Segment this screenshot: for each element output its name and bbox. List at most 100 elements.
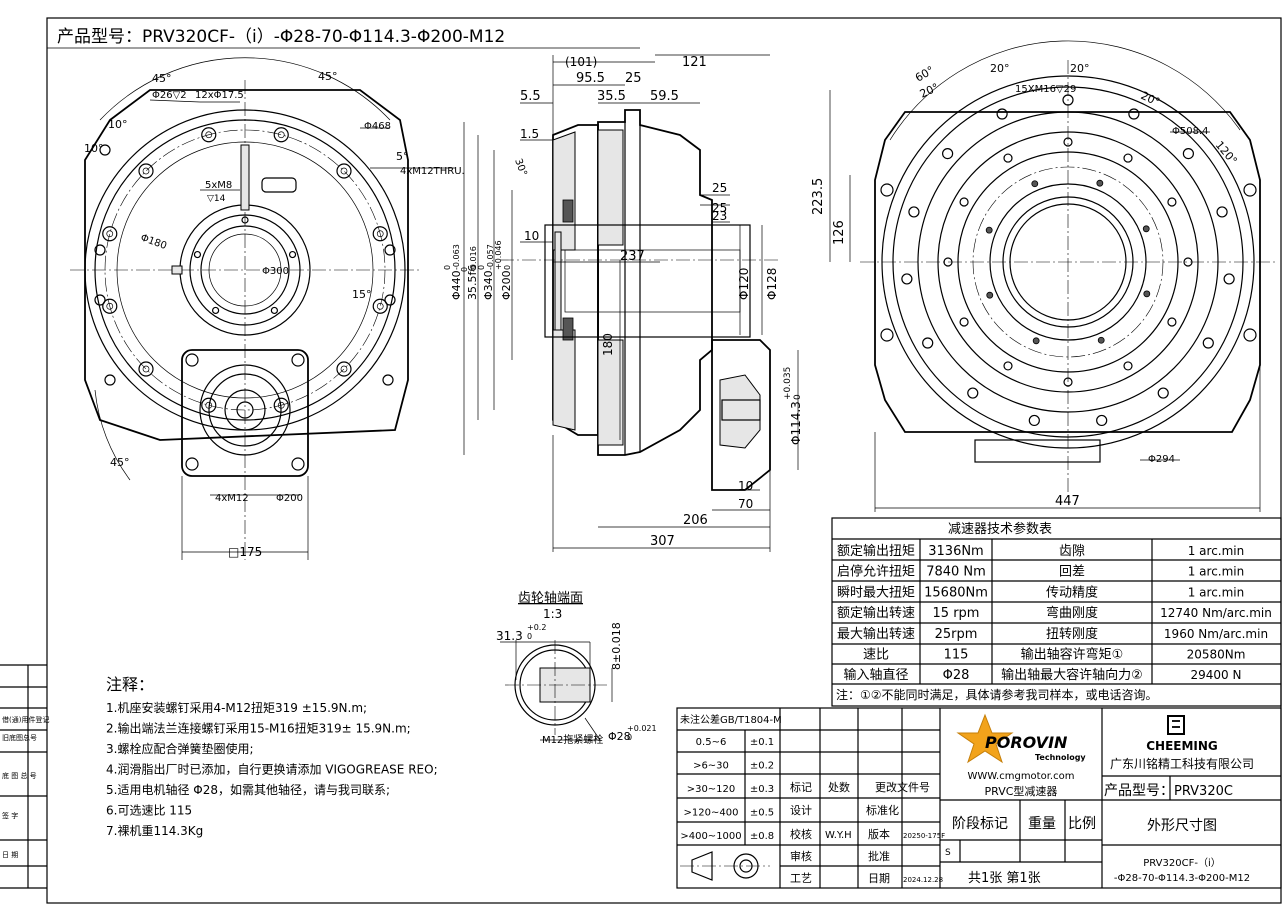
sv-dim-237: 237 (620, 249, 645, 264)
tol-range: 0.5~6 (696, 737, 727, 748)
fv-label-d200: Φ200 (276, 493, 303, 504)
spec-cell: 输出轴容许弯矩① (1021, 647, 1124, 663)
sv-tol-1143: +0.0350 (783, 367, 803, 400)
sv-dim-10b: 10 (738, 479, 753, 493)
notes-heading: 注释： (106, 675, 154, 694)
shaft-dim-8: 8±0.018 (610, 622, 623, 670)
tb-drawing-name: 外形尺寸图 (1147, 818, 1217, 834)
tb-weight: 重量 (1028, 816, 1056, 832)
sv-dim-23: 23 (712, 209, 727, 223)
tb-row-design: 设计 (790, 804, 812, 817)
sv-dim-121: 121 (682, 55, 707, 70)
spec-cell: 输出轴最大容许轴向力② (1001, 667, 1143, 683)
spec-cell: 齿隙 (1059, 544, 1085, 559)
strip-4: 签 字 (2, 811, 18, 820)
sv-dim-55: 5.5 (520, 89, 541, 104)
fv-angle-45a: 45° (152, 72, 172, 85)
fv-angle-45c: 45° (110, 456, 130, 469)
spec-table-grid (831, 517, 1282, 707)
tol-range: >400~1000 (680, 831, 741, 842)
spec-cell: 1 arc.min (1188, 544, 1245, 558)
cheeming-logo-icon (1167, 715, 1185, 735)
rv-dim-2235: 223.5 (811, 178, 826, 215)
sv-dim-25c: 25 (712, 201, 727, 215)
tb-row2-date: 日期 (868, 872, 890, 885)
tb-stage: 阶段标记 (952, 816, 1008, 832)
tb-row2-approve: 批准 (868, 849, 890, 863)
spec-cell: 最大输出转速 (837, 626, 915, 642)
drawing-title: 产品型号：PRV320CF-（i）-Φ28-70-Φ114.3-Φ200-M12 (57, 27, 505, 47)
sv-dim-d200: Φ200 (500, 270, 513, 300)
spec-cell: 启停允许扭矩 (837, 564, 915, 580)
sv-tol-355: 0-0.016 (460, 246, 478, 272)
sv-dim-955: 95.5 (576, 71, 605, 86)
sv-dim-10a: 10 (524, 229, 539, 243)
spec-cell: 额定输出转速 (837, 605, 915, 621)
sv-dim-d120: Φ120 (737, 268, 751, 300)
tol-value: ±0.2 (750, 761, 774, 772)
note-item: 7.裸机重114.3Kg (106, 823, 203, 838)
tb-sheet: 共1张 第1张 (968, 871, 1041, 886)
spec-cell: 25rpm (935, 627, 978, 642)
spec-cell: 额定输出扭矩 (837, 543, 915, 559)
tol-range: >120~400 (684, 808, 739, 819)
sv-dim-101: (101) (565, 55, 597, 69)
note-item: 5.适用电机轴径 Φ28，如需其他轴径，请与我司联系; (106, 782, 390, 797)
sv-dim-180: 180 (601, 333, 615, 356)
tol-head: 未注公差GB/T1804-M (680, 713, 782, 726)
tb-model-label: 产品型号： (1104, 783, 1174, 799)
rv-angle-20c: 20° (1070, 62, 1090, 75)
shaft-section-title: 齿轮轴端面 (518, 591, 583, 606)
note-item: 1.机座安装螺钉采用4-M12扭矩319 ±15.9N.m; (106, 700, 367, 715)
sv-dim-206: 206 (683, 513, 708, 528)
tb-drawing-code-2: -Φ28-70-Φ114.3-Φ200-M12 (1114, 873, 1250, 884)
sv-dim-d128: Φ128 (765, 268, 779, 300)
fv-label-5xm8: 5xM8 (205, 180, 232, 191)
tb-col-count: 处数 (828, 781, 850, 794)
fv-label-sq175: □175 (228, 545, 262, 559)
strip-5: 日 期 (2, 851, 18, 859)
sv-tol-340: 0-0.057 (477, 244, 495, 270)
title-block-grid (676, 707, 1282, 889)
rv-angle-20a: 20° (918, 81, 941, 101)
rv-angle-20b: 20° (990, 62, 1010, 75)
shaft-section-scale: 1:3 (543, 607, 562, 621)
fv-label-d468: Φ468 (364, 121, 391, 132)
spec-cell: 1960 Nm/arc.min (1164, 627, 1268, 641)
sv-dim-595: 59.5 (650, 89, 679, 104)
tb-row-check: 校核 (790, 827, 812, 841)
spec-cell: 传动精度 (1046, 584, 1098, 600)
note-item: 3.螺栓应配合弹簧垫圈使用; (106, 741, 254, 756)
fv-angle-10a: 10° (108, 118, 128, 131)
sv-dim-d340: Φ340 (482, 270, 495, 300)
spec-cell: Φ28 (943, 668, 970, 683)
note-item: 6.可选速比 115 (106, 804, 192, 818)
spec-cell: 弯曲刚度 (1046, 605, 1098, 621)
tol-value: ±0.8 (750, 831, 774, 842)
tb-ratio: 比例 (1068, 816, 1096, 832)
sv-dim-25a: 25 (625, 71, 642, 86)
fv-label-d180: Φ180 (139, 232, 168, 252)
tb-brand-sub: Technology (1035, 753, 1086, 762)
tol-range: >30~120 (687, 784, 736, 795)
sv-dim-25b: 25 (712, 181, 727, 195)
spec-cell: 瞬时最大扭矩 (837, 585, 915, 600)
tb-row-review: 审核 (790, 849, 812, 863)
sv-tol-200: +0.0460 (494, 240, 512, 270)
tb-col-file: 更改文件号 (875, 780, 930, 794)
tb-brand: POROVIN (985, 733, 1068, 752)
section-view (463, 54, 799, 552)
tb-company: 广东川铭精工科技有限公司 (1110, 756, 1254, 771)
spec-cell: 115 (944, 648, 969, 663)
fv-sub-14: ▽14 (207, 194, 226, 204)
fv-label-4xm12: 4xM12 (215, 493, 249, 504)
tb-product-cn: PRVC型减速器 (985, 784, 1058, 798)
tb-version: 20250-175F (903, 832, 945, 840)
tb-drawing-code-1: PRV320CF-（i） (1143, 857, 1220, 869)
rv-label-d5084: Φ508.4 (1172, 126, 1209, 137)
spec-cell: 15680Nm (924, 585, 988, 600)
rv-dim-447: 447 (1055, 494, 1080, 509)
sv-dim-307: 307 (650, 534, 675, 549)
